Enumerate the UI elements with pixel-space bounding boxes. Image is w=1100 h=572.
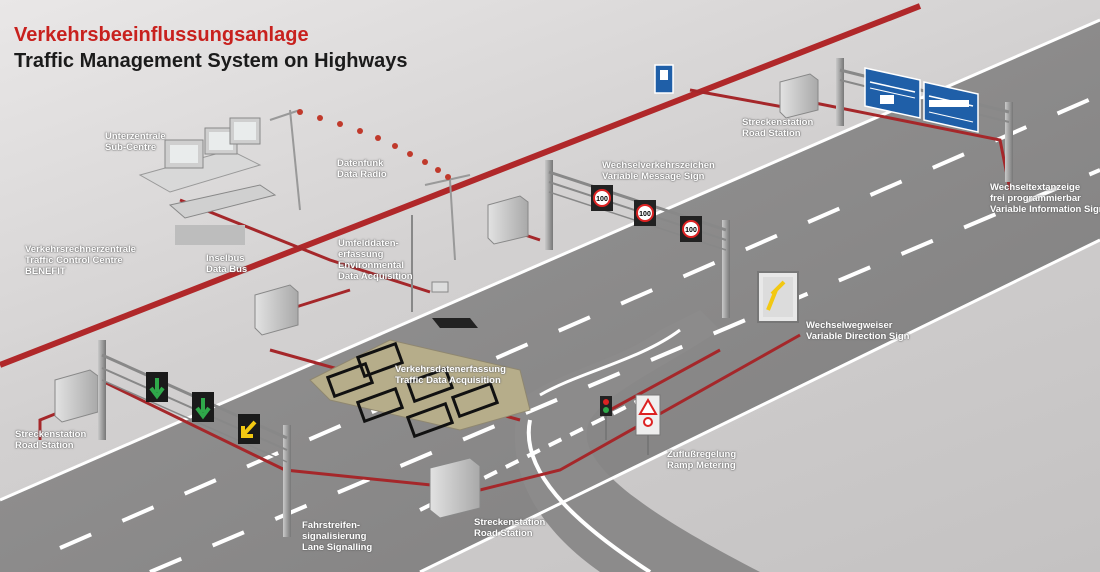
road-edge-bottom bbox=[419, 238, 1100, 572]
lane-signal-green-arrow-2 bbox=[192, 392, 214, 422]
ramp-edge-line-2 bbox=[526, 419, 652, 572]
road-station-box-middle bbox=[487, 195, 529, 245]
speed-limit-sign-1: 100 bbox=[591, 185, 613, 211]
ramp-road bbox=[514, 310, 760, 572]
speed-limit-text-1: 100 bbox=[596, 196, 608, 203]
ramp-edge-line bbox=[539, 328, 681, 397]
road-station-box-left bbox=[54, 369, 99, 423]
speed-limit-sign-3: 100 bbox=[680, 216, 702, 242]
road-station-box-traffic-centre bbox=[254, 284, 299, 336]
speed-limit-text-2: 100 bbox=[639, 211, 651, 218]
page-title-german: Verkehrsbeeinflussungsanlage bbox=[14, 24, 309, 46]
road-station-box-top bbox=[779, 73, 819, 119]
lane-signal-green-arrow-1 bbox=[146, 372, 168, 402]
ramp-metering-signals bbox=[600, 394, 661, 455]
lane-markings bbox=[59, 93, 1100, 572]
speed-limit-text-3: 100 bbox=[685, 227, 697, 234]
information-sign-panel-1 bbox=[864, 67, 921, 119]
main-cable bbox=[0, 3, 922, 368]
variable-direction-sign bbox=[757, 271, 799, 323]
lane-signal-yellow-arrow bbox=[238, 414, 260, 444]
sub-centre-equipment bbox=[138, 117, 277, 245]
blue-info-sign-icon bbox=[654, 64, 674, 94]
environmental-sensor-mast bbox=[411, 215, 478, 328]
speed-limit-sign-2: 100 bbox=[634, 200, 656, 226]
page-title-english: Traffic Management System on Highways bbox=[14, 50, 408, 72]
detector-loops bbox=[325, 341, 500, 439]
information-sign-panel-2 bbox=[923, 81, 979, 133]
data-radio-antenna bbox=[269, 109, 471, 261]
road-station-box-bottom bbox=[429, 457, 481, 519]
